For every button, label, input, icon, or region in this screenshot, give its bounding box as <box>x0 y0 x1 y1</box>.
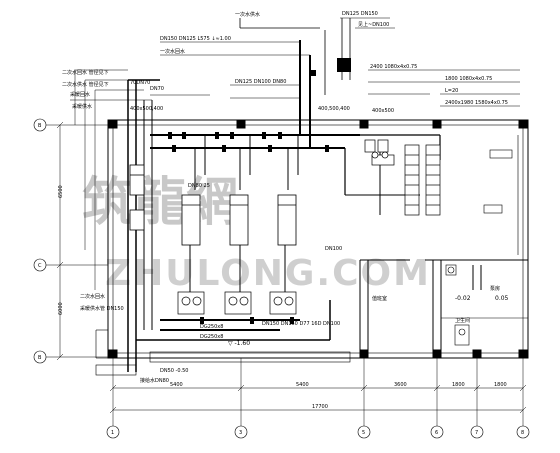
label-pump-row: DG250x8 <box>200 324 223 330</box>
pumps <box>177 291 297 315</box>
label-level-3: 0.05 <box>495 295 509 302</box>
axis-label-left-1: B <box>38 123 42 129</box>
dim-seg-5: 1800 <box>494 382 507 388</box>
left-vessel <box>129 164 145 231</box>
left-axis-bubbles <box>33 118 47 364</box>
axis-label-bottom-6: 8 <box>521 430 524 436</box>
bottom-axis-bubbles <box>106 425 530 439</box>
axis-label-left-2: C <box>38 263 42 269</box>
top-annotations <box>150 17 520 107</box>
label-room-1: 泵房 <box>490 285 500 292</box>
label-lower-left-b: 采暖供水管 DN150 <box>80 305 124 312</box>
label-side-note-b: 二次水供水 管径见下 <box>62 81 109 88</box>
axis-label-left-3: B <box>38 355 42 361</box>
axis-label-bottom-4: 6 <box>435 430 438 436</box>
left-dimension-line <box>56 121 64 361</box>
bottom-dimensions <box>109 384 527 414</box>
label-right-note-3: L=20 <box>445 88 458 94</box>
heat-exchangers <box>181 194 297 246</box>
watermark-chinese: 筑龍網 <box>82 172 238 233</box>
drawing-labels: DN150 DN125 L575 ↓≈1.00 一次水回水 一次水供水 DN12… <box>62 11 509 384</box>
label-top-main-pipe: DN150 DN125 L575 ↓≈1.00 <box>160 36 231 42</box>
dim-total: 17700 <box>312 404 328 410</box>
label-mid-label: DN100 <box>325 246 342 252</box>
label-mid-label2: DN80 25 <box>188 183 210 189</box>
label-dev-right: 400x500 <box>372 108 394 114</box>
label-bottom-left-note2: DN50 -0.50 <box>160 368 188 374</box>
label-level-1: ▽ -1.60 <box>228 340 250 347</box>
valves <box>168 58 351 324</box>
axis-label-bottom-2: 3 <box>239 430 242 436</box>
dim-seg-4: 1800 <box>452 382 465 388</box>
dim-seg-1: 5400 <box>170 382 183 388</box>
label-room-3: 卫生间 <box>455 317 470 324</box>
dim-seg-2: 5400 <box>296 382 309 388</box>
watermark-latin: ZHULONG.COM <box>105 253 431 294</box>
trench <box>95 351 351 376</box>
label-size-left: 400x500,400 <box>130 106 163 112</box>
axis-label-bottom-1: 1 <box>111 430 114 436</box>
label-top-note-2: 一次水供水 <box>235 11 260 18</box>
plate-exchangers <box>364 139 441 216</box>
label-lower-mid: DN150 DN150 D77 16D DN100 <box>262 321 340 327</box>
label-level-2: -0.02 <box>455 295 471 302</box>
label-side-note-d: 采暖供水 <box>72 103 92 110</box>
left-dim-2: 6000 <box>58 302 64 315</box>
label-right-note-4: 2400x1980 1580x4x0.75 <box>445 100 508 106</box>
right-room-fixtures <box>445 149 513 346</box>
label-pipe-note: DN125 DN100 DN80 <box>235 79 286 85</box>
label-side-note-a: 二次水回水 管径见下 <box>62 69 109 76</box>
axis-label-bottom-3: 5 <box>362 430 365 436</box>
label-dn-left: 70DN70 <box>130 80 150 86</box>
label-top-box-right: DN125 DN150 <box>342 11 378 17</box>
axis-label-bottom-5: 7 <box>475 430 478 436</box>
label-room-2: 值班室 <box>372 295 387 302</box>
label-right-note-2: 1800 1080x4x0.75 <box>445 76 492 82</box>
label-right-note-1: 2400 1080x4x0.75 <box>370 64 417 70</box>
label-side-note-c: 采暖回水 <box>70 91 90 98</box>
axis-grid <box>46 124 524 432</box>
label-top-box-right2: 见上~DN100 <box>358 21 389 28</box>
label-pump-row2: DG250x8 <box>200 334 223 340</box>
label-dn-left2: DN70 <box>150 86 164 92</box>
label-lower-left-a: 二次水回水 <box>80 293 105 300</box>
dim-seg-3: 3600 <box>394 382 407 388</box>
label-bottom-left-note: 接给水DN80 <box>140 377 169 384</box>
label-top-note-1: 一次水回水 <box>160 48 185 55</box>
label-size-mid: 400,500,400 <box>318 106 350 112</box>
left-dim-1: 6500 <box>58 185 64 198</box>
